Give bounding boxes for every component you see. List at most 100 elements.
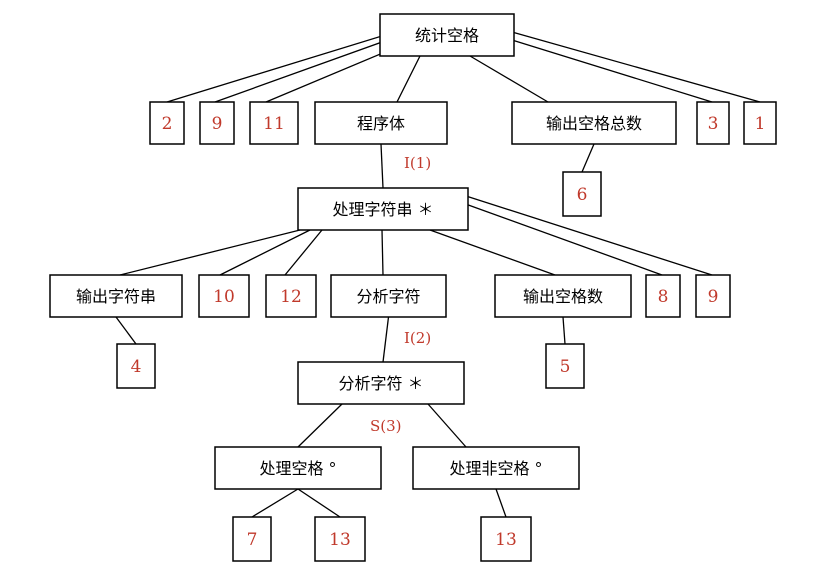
edge-anachstar-to-procnonspace bbox=[427, 403, 467, 448]
node-12: 12 bbox=[265, 274, 317, 318]
node-box bbox=[511, 101, 677, 145]
edge-procstr-to-anach bbox=[381, 229, 384, 276]
node-box bbox=[379, 13, 515, 57]
node-label: 12 bbox=[280, 287, 302, 307]
annotation-a1: I(1) bbox=[404, 154, 431, 172]
node-box bbox=[412, 446, 580, 490]
node-13a: 13 bbox=[314, 516, 366, 562]
edge-outtotal-to-6 bbox=[581, 143, 595, 173]
node-8: 8 bbox=[645, 274, 681, 318]
node-box bbox=[265, 274, 317, 318]
edge-procstr-to-10 bbox=[219, 229, 311, 276]
node-label: 9 bbox=[708, 287, 719, 307]
node-procspace: 处理空格 ° bbox=[214, 446, 382, 490]
node-procstr: 处理字符串 ＊ bbox=[297, 187, 469, 231]
edge-root-to-outtotal bbox=[469, 55, 549, 103]
annotation-a3: S(3) bbox=[370, 417, 402, 435]
node-box bbox=[198, 274, 250, 318]
edge-procspace-to-7 bbox=[251, 488, 299, 518]
annotation-a2: I(2) bbox=[404, 329, 431, 347]
node-5: 5 bbox=[545, 343, 585, 389]
node-3: 3 bbox=[696, 101, 730, 145]
node-anachstar: 分析字符 ＊ bbox=[297, 361, 465, 405]
node-box bbox=[696, 101, 730, 145]
node-label: 11 bbox=[263, 114, 285, 134]
node-label: 5 bbox=[560, 357, 571, 377]
node-label: 10 bbox=[213, 287, 235, 307]
node-box bbox=[297, 361, 465, 405]
node-box bbox=[314, 516, 366, 562]
diagram-annotations: I(1) I(2) S(3) bbox=[370, 154, 431, 435]
node-label: 分析字符 bbox=[356, 287, 420, 306]
node-2: 2 bbox=[149, 101, 185, 145]
edge-procstr-to-12 bbox=[284, 229, 323, 276]
node-box bbox=[249, 101, 299, 145]
node-10: 10 bbox=[198, 274, 250, 318]
node-6: 6 bbox=[562, 171, 602, 217]
node-label: 统计空格 bbox=[415, 26, 479, 45]
node-box bbox=[199, 101, 235, 145]
diagram-edges bbox=[115, 31, 761, 518]
node-label: 处理非空格 ° bbox=[449, 459, 542, 478]
node-outtotal: 输出空格总数 bbox=[511, 101, 677, 145]
node-9a: 9 bbox=[199, 101, 235, 145]
node-1: 1 bbox=[743, 101, 777, 145]
edge-anachstar-to-procspace bbox=[297, 403, 343, 448]
node-label: 输出空格数 bbox=[523, 287, 603, 306]
edge-procstr-to-outstr bbox=[119, 229, 301, 276]
node-box bbox=[116, 343, 156, 389]
node-body: 程序体 bbox=[314, 101, 448, 145]
node-label: 1 bbox=[755, 114, 766, 134]
node-13b: 13 bbox=[480, 516, 532, 562]
edge-procnonspace-to-13b bbox=[495, 488, 507, 518]
edge-root-to-3 bbox=[511, 39, 713, 103]
node-label: 输出空格总数 bbox=[546, 114, 642, 133]
node-outstr: 输出字符串 bbox=[49, 274, 183, 318]
node-label: 7 bbox=[247, 530, 258, 550]
node-box bbox=[330, 274, 447, 318]
node-box bbox=[743, 101, 777, 145]
node-label: 分析字符 ＊ bbox=[338, 374, 423, 393]
node-label: 输出字符串 bbox=[76, 287, 156, 306]
edge-outcount-to-5 bbox=[562, 316, 566, 345]
edge-body-to-procstr bbox=[380, 143, 384, 189]
node-procnonspace: 处理非空格 ° bbox=[412, 446, 580, 490]
node-label: 9 bbox=[212, 114, 223, 134]
node-4: 4 bbox=[116, 343, 156, 389]
node-box bbox=[562, 171, 602, 217]
diagram-nodes: 统计空格 2 9 11 程序体 输出空格总数 3 1 6 处理字符串 ＊ 输出字符串 10 12 分析字符… bbox=[49, 13, 777, 562]
edge-procstr-to-8 bbox=[459, 201, 663, 276]
node-box bbox=[214, 446, 382, 490]
edge-outstr-to-4 bbox=[115, 316, 137, 345]
node-anach: 分析字符 bbox=[330, 274, 447, 318]
node-label: 4 bbox=[131, 357, 142, 377]
node-label: 13 bbox=[495, 530, 517, 550]
edge-root-to-1 bbox=[511, 31, 761, 103]
node-box bbox=[314, 101, 448, 145]
node-label: 3 bbox=[708, 114, 719, 134]
edge-procstr-to-outcount bbox=[429, 229, 556, 276]
node-label: 8 bbox=[658, 287, 669, 307]
node-label: 程序体 bbox=[357, 114, 405, 133]
edge-root-to-body bbox=[396, 55, 421, 103]
node-7: 7 bbox=[232, 516, 272, 562]
node-box bbox=[232, 516, 272, 562]
node-9b: 9 bbox=[695, 274, 731, 318]
node-label: 处理空格 ° bbox=[259, 459, 336, 478]
node-box bbox=[297, 187, 469, 231]
edge-procstr-to-9b bbox=[465, 195, 713, 276]
node-box bbox=[480, 516, 532, 562]
edge-procspace-to-13a bbox=[297, 488, 341, 518]
node-label: 13 bbox=[329, 530, 351, 550]
node-box bbox=[149, 101, 185, 145]
node-label: 处理字符串 ＊ bbox=[332, 200, 433, 219]
edge-anach-to-anachstar bbox=[382, 316, 390, 363]
node-root: 统计空格 bbox=[379, 13, 515, 57]
node-box bbox=[494, 274, 632, 318]
edge-root-to-2 bbox=[166, 35, 383, 103]
node-11: 11 bbox=[249, 101, 299, 145]
edge-root-to-9a bbox=[214, 41, 383, 103]
edge-root-to-11 bbox=[265, 49, 391, 103]
node-box bbox=[695, 274, 731, 318]
